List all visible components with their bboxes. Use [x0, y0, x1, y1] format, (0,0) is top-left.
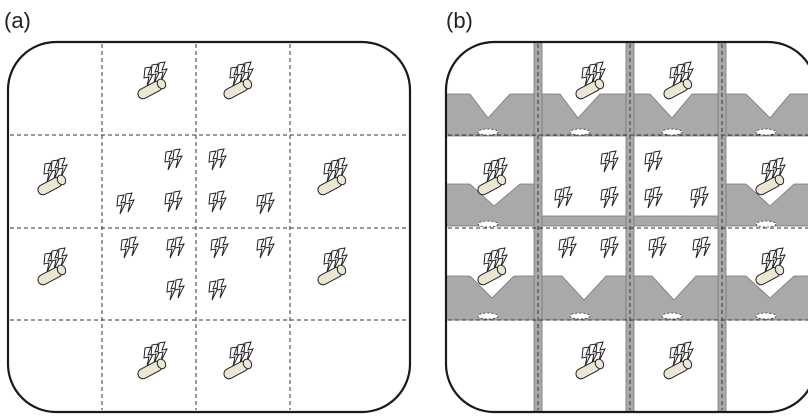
panel-b-frame	[444, 40, 808, 414]
panel-b-grid	[448, 44, 808, 410]
band-ellipses	[477, 128, 777, 320]
panel-a-label: (a)	[4, 8, 31, 33]
wall-band	[446, 183, 541, 227]
panel-b: (b)	[444, 8, 808, 414]
panel-a-frame	[6, 40, 412, 414]
panel-b-label: (b)	[446, 8, 473, 33]
wall-band	[721, 183, 808, 227]
panel-a: (a)	[4, 8, 412, 414]
panel-a-grid	[10, 44, 408, 410]
